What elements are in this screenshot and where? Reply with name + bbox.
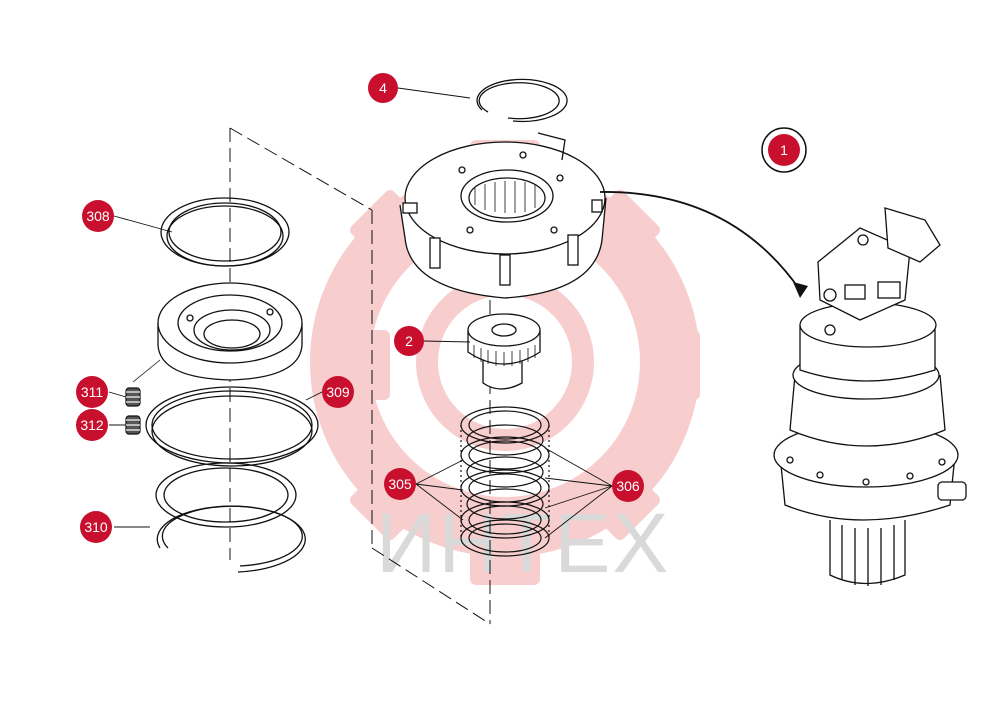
callout-310[interactable]: 310 [80, 511, 112, 543]
callout-306[interactable]: 306 [612, 470, 644, 502]
svg-text:2: 2 [405, 333, 413, 349]
plug-312 [125, 415, 141, 435]
callout-312[interactable]: 312 [76, 409, 108, 441]
svg-text:309: 309 [326, 384, 350, 400]
retaining-ring [155, 462, 297, 528]
callout-305[interactable]: 305 [384, 468, 416, 500]
svg-text:311: 311 [81, 384, 104, 400]
left-dashed-frame [229, 127, 373, 560]
svg-text:1: 1 [780, 142, 788, 158]
svg-text:306: 306 [616, 478, 640, 494]
spring-311 [125, 387, 141, 407]
leader-lines [108, 87, 613, 539]
internal-teeth [474, 181, 536, 213]
watermark-text: ИНТЕХ [376, 496, 670, 590]
ring-309 [145, 386, 319, 467]
svg-text:305: 305 [388, 476, 412, 492]
arrow-head-icon [793, 282, 808, 298]
sun-gear-teeth [473, 345, 536, 366]
assembled-swing-reducer [773, 207, 967, 586]
callout-1[interactable]: 1 [761, 127, 807, 173]
seal-ring-308 [160, 197, 290, 267]
snap-ring-4 [476, 78, 568, 123]
svg-text:312: 312 [80, 417, 104, 433]
sun-gear-2 [467, 313, 541, 390]
svg-text:310: 310 [84, 519, 108, 535]
leader-housing-to-spring [132, 359, 161, 383]
svg-text:308: 308 [86, 208, 110, 224]
callout-311[interactable]: 311 [76, 376, 108, 408]
callout-2[interactable]: 2 [394, 326, 424, 356]
callout-308[interactable]: 308 [82, 200, 114, 232]
snap-ring-310 [156, 505, 306, 573]
seal-housing [157, 282, 303, 381]
callout-309[interactable]: 309 [322, 376, 354, 408]
callout-4[interactable]: 4 [368, 73, 398, 103]
assembly-arrow [599, 191, 801, 291]
svg-text:4: 4 [379, 80, 387, 96]
ring-gear-housing [399, 132, 607, 299]
friction-plates-stack [460, 406, 550, 557]
